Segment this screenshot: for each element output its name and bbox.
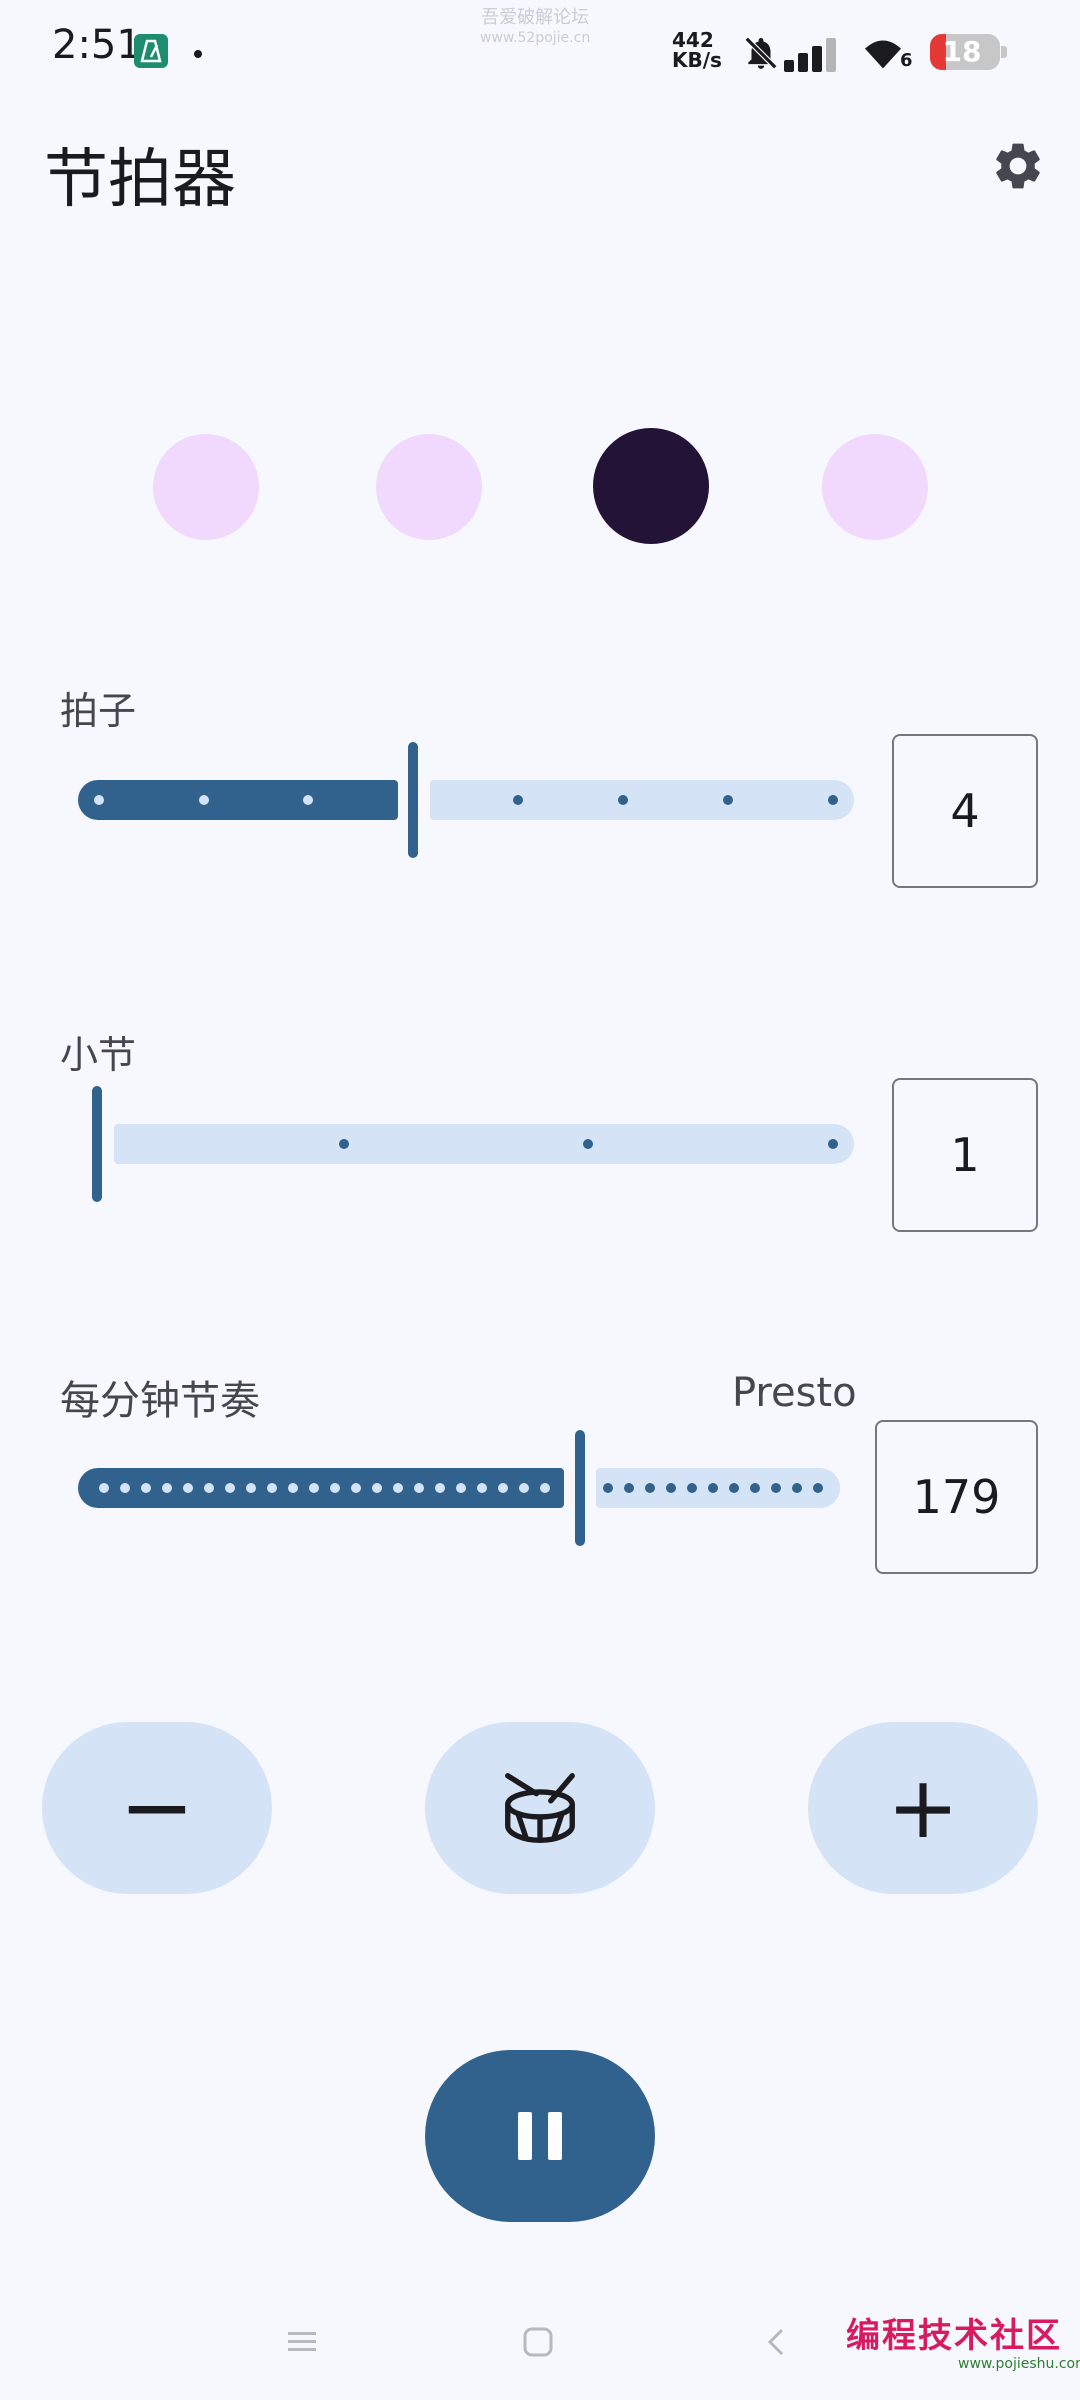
slider-tick <box>813 1483 823 1493</box>
slider-tick <box>162 1483 172 1493</box>
tap-tempo-button[interactable] <box>425 1722 655 1894</box>
slider-tick <box>708 1483 718 1493</box>
beat-dot-4 <box>822 434 928 540</box>
slider-tick <box>372 1483 382 1493</box>
slider-tick <box>393 1483 403 1493</box>
slider-tick <box>339 1139 349 1149</box>
slider-tick <box>723 795 733 805</box>
watermark-top: 吾爱破解论坛 www.52pojie.cn <box>480 7 591 47</box>
beat-indicator <box>0 420 1080 560</box>
wifi-label: 6 <box>900 50 913 71</box>
bell-off-icon <box>744 36 778 70</box>
pause-button[interactable] <box>425 2050 655 2222</box>
gear-icon <box>996 143 1040 189</box>
slider-thumb[interactable] <box>575 1430 585 1546</box>
measures-label: 小节 <box>60 1033 137 1077</box>
beat-dot-1 <box>153 434 259 540</box>
slider-tick <box>183 1483 193 1493</box>
settings-button[interactable] <box>986 134 1050 198</box>
slider-tick <box>583 1139 593 1149</box>
plus-label: + <box>886 1758 960 1858</box>
slider-tick <box>199 795 209 805</box>
time-signature-label: 拍子 <box>60 689 137 733</box>
slider-thumb[interactable] <box>408 742 418 858</box>
battery-indicator: 18 <box>930 34 1000 70</box>
watermark-bottom: 编程技术社区 <box>846 2316 1062 2356</box>
slider-tick <box>513 795 523 805</box>
slider-tick <box>94 795 104 805</box>
tempo-marking: Presto <box>732 1370 857 1416</box>
wifi-icon <box>865 40 901 69</box>
slider-tick <box>414 1483 424 1493</box>
slider-tick <box>828 795 838 805</box>
slider-tick <box>204 1483 214 1493</box>
slider-tick <box>618 795 628 805</box>
navigation-bar <box>0 2300 1080 2400</box>
home-icon[interactable] <box>522 2326 554 2358</box>
time-signature-value-field[interactable]: 4 <box>892 734 1038 888</box>
slider-tick <box>120 1483 130 1493</box>
slider-tick <box>687 1483 697 1493</box>
decrease-tempo-button[interactable]: − <box>42 1722 272 1894</box>
metronome-notification-icon <box>134 34 168 68</box>
menu-icon[interactable] <box>286 2328 318 2356</box>
minus-label: − <box>119 1755 195 1860</box>
slider-tick <box>456 1483 466 1493</box>
tempo-value-field[interactable]: 179 <box>875 1420 1038 1574</box>
pause-icon <box>518 2112 562 2160</box>
time-signature-slider[interactable] <box>78 740 854 860</box>
page-title: 节拍器 <box>44 143 236 217</box>
slider-tick <box>303 795 313 805</box>
slider-tick <box>540 1483 550 1493</box>
slider-tick <box>498 1483 508 1493</box>
net-speed: 442 KB/s <box>672 28 722 72</box>
slider-tick <box>645 1483 655 1493</box>
measures-value-field[interactable]: 1 <box>892 1078 1038 1232</box>
signal-icon <box>784 38 836 72</box>
slider-inactive-track <box>114 1124 854 1164</box>
slider-tick <box>288 1483 298 1493</box>
slider-tick <box>99 1483 109 1493</box>
slider-tick <box>477 1483 487 1493</box>
measures-slider[interactable] <box>90 1084 854 1204</box>
notification-dot <box>194 50 202 58</box>
slider-tick <box>330 1483 340 1493</box>
battery-text: 18 <box>942 35 982 68</box>
slider-tick <box>828 1139 838 1149</box>
increase-tempo-button[interactable]: + <box>808 1722 1038 1894</box>
slider-tick <box>267 1483 277 1493</box>
tempo-slider[interactable] <box>78 1428 840 1548</box>
battery-level <box>930 34 946 70</box>
status-time: 2:51 <box>52 22 142 68</box>
status-bar: 2:51 吾爱破解论坛 www.52pojie.cn 442 KB/s 6 <box>0 0 1080 100</box>
slider-tick <box>666 1483 676 1493</box>
slider-tick <box>519 1483 529 1493</box>
slider-tick <box>246 1483 256 1493</box>
drum-icon <box>505 1773 575 1843</box>
back-icon[interactable] <box>764 2326 788 2358</box>
slider-tick <box>225 1483 235 1493</box>
slider-tick <box>435 1483 445 1493</box>
slider-active-track <box>78 780 398 820</box>
slider-tick <box>351 1483 361 1493</box>
slider-tick <box>603 1483 613 1493</box>
slider-thumb[interactable] <box>92 1086 102 1202</box>
beat-dot-2 <box>376 434 482 540</box>
slider-tick <box>792 1483 802 1493</box>
slider-tick <box>729 1483 739 1493</box>
slider-tick <box>771 1483 781 1493</box>
slider-tick <box>624 1483 634 1493</box>
slider-tick <box>141 1483 151 1493</box>
slider-tick <box>750 1483 760 1493</box>
tempo-label: 每分钟节奏 <box>60 1378 260 1424</box>
battery-tip <box>1001 46 1007 58</box>
slider-tick <box>309 1483 319 1493</box>
watermark-bottom-sub: www.pojieshu.com <box>958 2356 1080 2372</box>
slider-inactive-track <box>430 780 854 820</box>
beat-dot-3 <box>593 428 709 544</box>
